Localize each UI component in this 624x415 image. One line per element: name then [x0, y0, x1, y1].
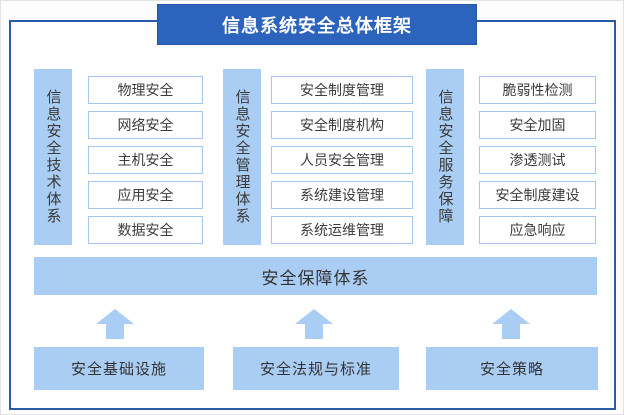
- item-box: 安全制度管理: [271, 76, 413, 104]
- foundation-box: 安全策略: [426, 347, 598, 390]
- foundation-box: 安全基础设施: [34, 347, 204, 390]
- column-technology-items: 物理安全 网络安全 主机安全 应用安全 数据安全: [88, 76, 203, 244]
- column-service-items: 脆弱性检测 安全加固 渗透测试 安全制度建设 应急响应: [479, 76, 596, 244]
- column-label-service: 信息安全服务保障: [426, 69, 464, 245]
- up-arrow-icon: [295, 309, 333, 339]
- item-box: 系统建设管理: [271, 181, 413, 209]
- column-management-items: 安全制度管理 安全制度机构 人员安全管理 系统建设管理 系统运维管理: [271, 76, 413, 244]
- foundation-box: 安全法规与标准: [233, 347, 399, 390]
- item-box: 脆弱性检测: [479, 76, 596, 104]
- item-box: 人员安全管理: [271, 146, 413, 174]
- item-box: 安全加固: [479, 111, 596, 139]
- item-box: 系统运维管理: [271, 216, 413, 244]
- item-box: 安全制度建设: [479, 181, 596, 209]
- item-box: 应用安全: [88, 181, 203, 209]
- item-box: 应急响应: [479, 216, 596, 244]
- up-arrow-icon: [492, 309, 530, 339]
- item-box: 物理安全: [88, 76, 203, 104]
- item-box: 数据安全: [88, 216, 203, 244]
- item-box: 主机安全: [88, 146, 203, 174]
- column-label-management: 信息安全管理体系: [223, 69, 261, 245]
- item-box: 网络安全: [88, 111, 203, 139]
- assurance-bar: 安全保障体系: [34, 257, 597, 295]
- up-arrow-icon: [96, 309, 134, 339]
- item-box: 安全制度机构: [271, 111, 413, 139]
- diagram-title: 信息系统安全总体框架: [157, 4, 477, 45]
- column-label-technology: 信息安全技术体系: [34, 69, 72, 245]
- item-box: 渗透测试: [479, 146, 596, 174]
